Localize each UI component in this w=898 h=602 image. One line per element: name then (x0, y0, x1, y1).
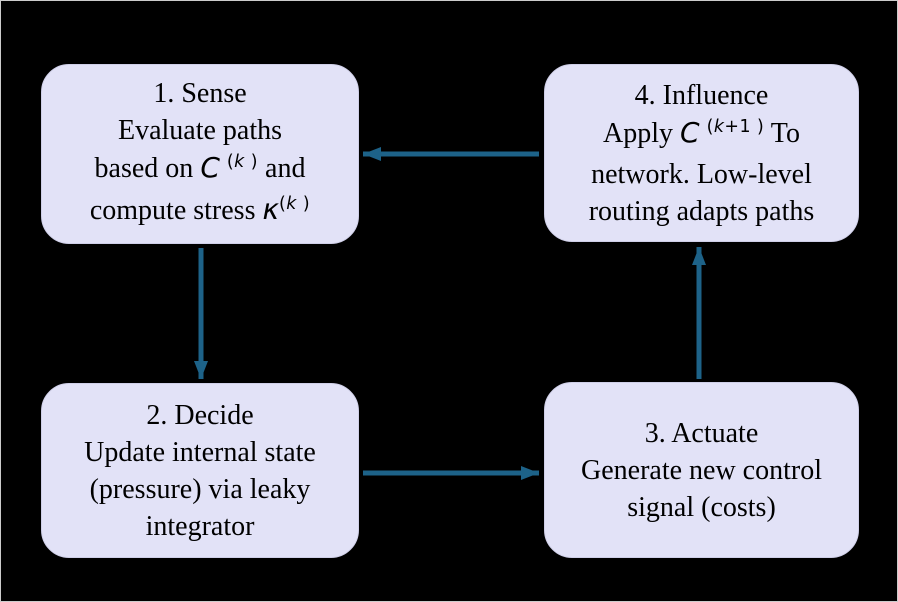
box-text-line: routing adapts paths (588, 195, 815, 227)
box-text-line: integrator (145, 510, 255, 542)
box-text-line: 3. Actuate (644, 417, 759, 449)
box-text-line: Apply C (k+1 ) To (603, 115, 800, 149)
box-text-line: network. Low-level (591, 158, 812, 190)
box-text-line: signal (costs) (627, 491, 776, 523)
box-text-line: Evaluate paths (117, 115, 283, 146)
box-text-line: Update internal state (84, 436, 316, 468)
box-text-line: compute stress κ(k ) (89, 193, 311, 226)
box-text-line: Generate new control (581, 454, 822, 486)
box-text-line: 2. Decide (146, 399, 254, 431)
box-text-line: 1. Sense (153, 78, 247, 109)
box-text-line: 4. Influence (634, 79, 769, 111)
box-text-line: (pressure) via leaky (89, 473, 311, 505)
box-text-line: based on C (k ) and (94, 151, 306, 184)
